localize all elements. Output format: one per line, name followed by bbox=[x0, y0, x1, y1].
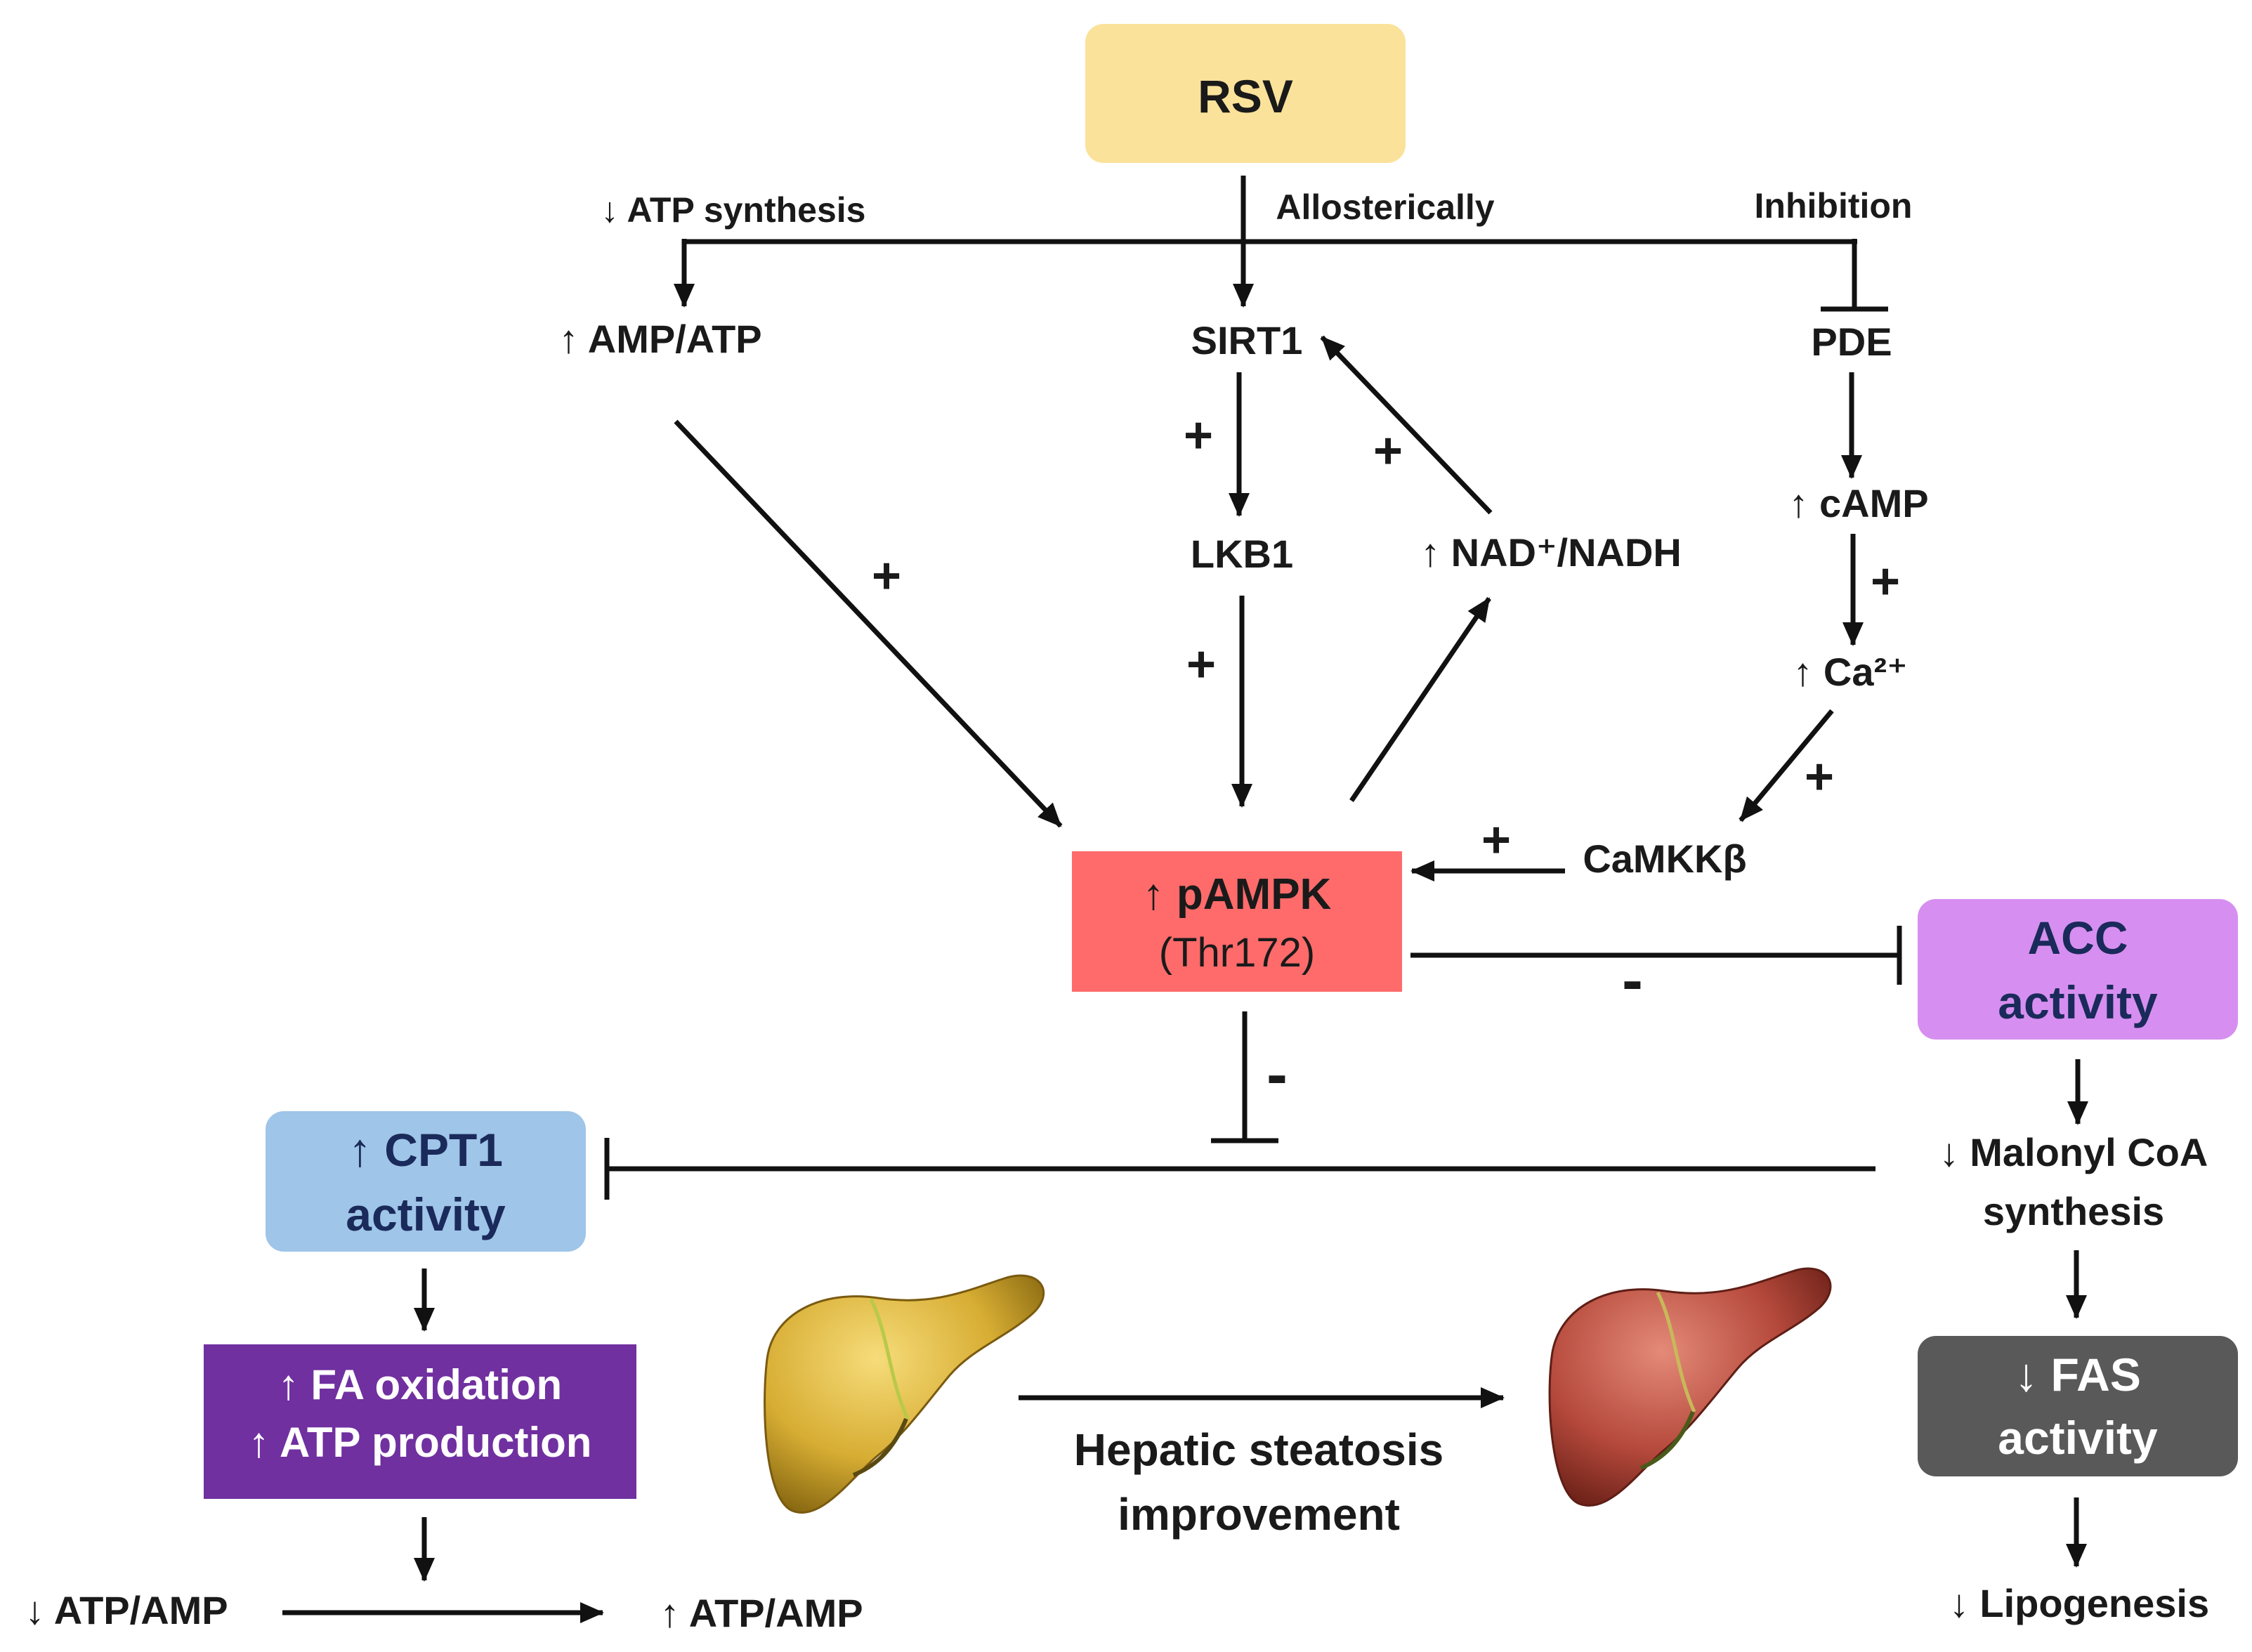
fas-box bbox=[1918, 1336, 2238, 1476]
allosterically-label: Allosterically bbox=[1276, 188, 1494, 227]
plus-sign: + bbox=[872, 548, 901, 604]
atp-synthesis-label: ↓ ATP synthesis bbox=[601, 190, 866, 230]
pampk-to-nad-arrow bbox=[1349, 597, 1491, 802]
pampk-site-label: (Thr172) bbox=[1159, 930, 1315, 976]
plus-sign: + bbox=[1805, 749, 1834, 805]
fa-oxidation-box bbox=[204, 1344, 636, 1499]
nad-to-sirt1-arrow bbox=[1320, 335, 1493, 515]
pampk-label: ↑ pAMPK bbox=[1143, 870, 1332, 919]
calcium-label: ↑ Ca²⁺ bbox=[1793, 650, 1907, 694]
amp-atp-to-pampk-arrow bbox=[674, 419, 1063, 828]
lipogenesis-label: ↓ Lipogenesis bbox=[1949, 1581, 2209, 1625]
acc-label: ACC bbox=[2028, 912, 2128, 964]
healthy-liver-icon bbox=[1548, 1267, 1832, 1507]
lkb1-label: LKB1 bbox=[1191, 532, 1293, 576]
acc-box bbox=[1918, 899, 2238, 1040]
cpt1-label: ↑ CPT1 bbox=[348, 1124, 503, 1176]
minus-sign: - bbox=[1266, 1040, 1288, 1110]
plus-sign: + bbox=[1871, 553, 1900, 610]
fas-label: ↓ FAS bbox=[2015, 1349, 2141, 1401]
malonyl-synthesis-label: synthesis bbox=[1983, 1189, 2164, 1233]
plus-sign: + bbox=[1186, 636, 1216, 693]
acc-activity-label: activity bbox=[1998, 976, 2158, 1028]
inhibition-label: Inhibition bbox=[1755, 186, 1913, 225]
malonyl-coa-label: ↓ Malonyl CoA bbox=[1939, 1130, 2208, 1174]
pampk-box bbox=[1072, 851, 1402, 992]
plus-sign: + bbox=[1184, 407, 1213, 464]
steatosis-label: Hepatic steatosis bbox=[1074, 1424, 1443, 1475]
rsv-box bbox=[1085, 24, 1406, 163]
atp-amp-up-label: ↑ ATP/AMP bbox=[660, 1591, 863, 1635]
fas-activity-label: activity bbox=[1998, 1412, 2158, 1464]
plus-sign: + bbox=[1481, 812, 1511, 868]
atp-amp-down-label: ↓ ATP/AMP bbox=[25, 1588, 228, 1632]
calcium-to-camkkb-arrow bbox=[1739, 709, 1834, 822]
plus-sign: + bbox=[1373, 423, 1403, 479]
pde-label: PDE bbox=[1811, 320, 1892, 364]
rsv-label: RSV bbox=[1198, 70, 1293, 122]
sirt1-label: SIRT1 bbox=[1191, 318, 1303, 362]
fa-oxidation-label: ↑ FA oxidation bbox=[278, 1361, 562, 1408]
camp-label: ↑ cAMP bbox=[1788, 481, 1928, 525]
cpt1-box bbox=[266, 1111, 586, 1252]
nad-label: ↑ NAD⁺/NADH bbox=[1420, 530, 1682, 575]
improvement-label: improvement bbox=[1118, 1489, 1400, 1540]
fatty-liver-icon bbox=[764, 1274, 1045, 1514]
amp-atp-label: ↑ AMP/ATP bbox=[558, 317, 761, 361]
cpt1-activity-label: activity bbox=[346, 1188, 506, 1240]
atp-production-label: ↑ ATP production bbox=[249, 1419, 592, 1466]
camkkb-label: CaMKKβ bbox=[1583, 837, 1746, 881]
